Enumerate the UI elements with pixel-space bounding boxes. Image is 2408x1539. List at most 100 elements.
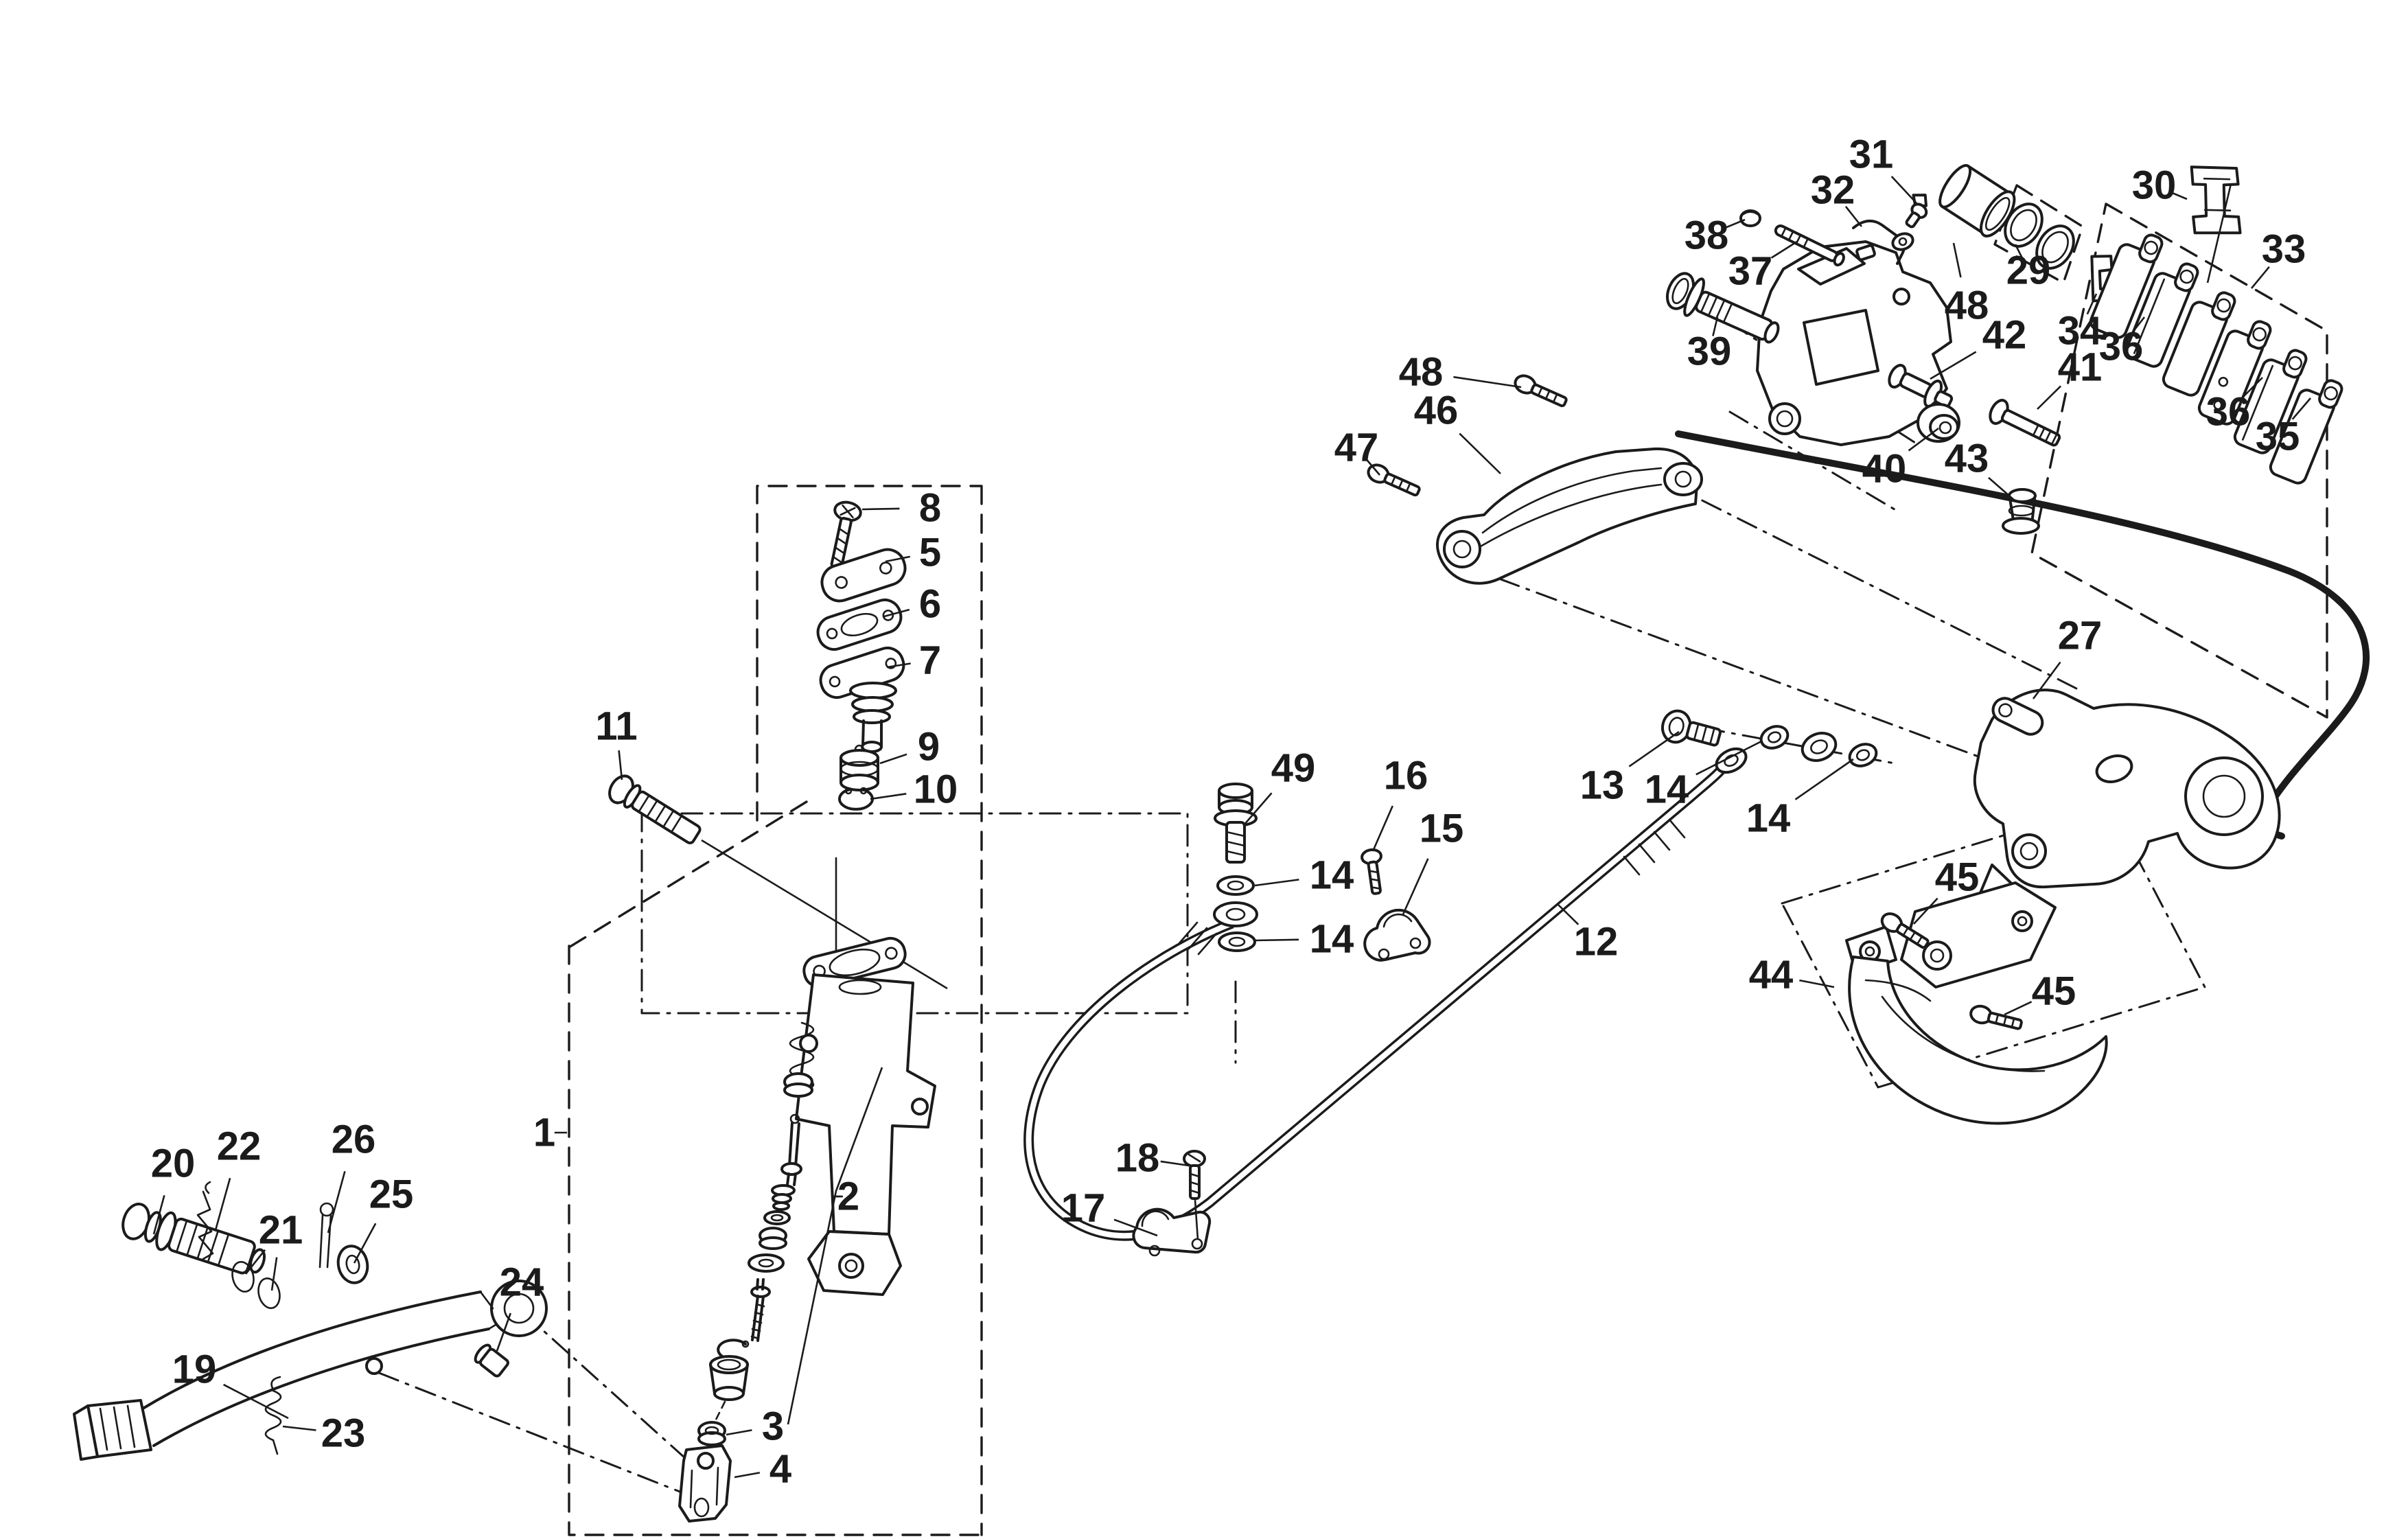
callout-14: 14 xyxy=(1310,917,1354,962)
callout-6: 6 xyxy=(919,582,941,627)
callout-4: 4 xyxy=(769,1447,791,1492)
callout-leader-43 xyxy=(1988,476,2016,502)
caliper-group xyxy=(1665,164,2075,535)
callout-31: 31 xyxy=(1849,132,1894,177)
callout-48: 48 xyxy=(1399,350,1444,395)
reservoir-cap xyxy=(820,548,907,603)
brake-pad-6 xyxy=(2269,379,2343,485)
callout-29: 29 xyxy=(2006,248,2051,293)
callout-14: 14 xyxy=(1746,796,1791,841)
callout-14: 14 xyxy=(1310,853,1354,898)
callout-37: 37 xyxy=(1728,249,1773,294)
callout-leader-23 xyxy=(282,1425,316,1431)
callout-leader-12 xyxy=(1556,903,1579,925)
callout-leader-10 xyxy=(870,793,907,800)
callout-leader-25 xyxy=(353,1223,377,1264)
kit-boot-cup xyxy=(709,1355,749,1401)
callout-45: 45 xyxy=(2032,969,2076,1014)
callout-leader-30 xyxy=(2168,190,2188,200)
callout-leader-6 xyxy=(883,608,910,618)
callout-35: 35 xyxy=(2256,415,2300,459)
lock-nut xyxy=(697,1421,726,1446)
hose-clamp-lower xyxy=(1132,1207,1212,1257)
bracket-screw-47 xyxy=(1367,463,1421,497)
callout-leader-21 xyxy=(270,1257,278,1291)
callout-17: 17 xyxy=(1061,1186,1106,1231)
caliper-mount-bolt xyxy=(1665,272,1780,344)
callout-36: 36 xyxy=(2099,325,2144,369)
union-bolt-master xyxy=(1214,783,1258,864)
caliper-bracket xyxy=(1973,688,2281,889)
piston-assembly xyxy=(840,744,879,791)
callout-25: 25 xyxy=(369,1172,414,1217)
clamp-screw-lower xyxy=(1183,1150,1206,1240)
brake-pad-4 xyxy=(2197,320,2272,426)
callout-41: 41 xyxy=(2058,345,2103,390)
diaphragm-plate xyxy=(816,598,903,651)
clevis-joint xyxy=(678,1444,732,1523)
brake-pad-3 xyxy=(2162,291,2236,397)
callout-leader-46 xyxy=(1459,432,1501,474)
callout-44: 44 xyxy=(1749,953,1794,997)
callout-leader-48 xyxy=(1952,242,1962,278)
callout-leader-13 xyxy=(1628,730,1680,767)
banjo-eye-caliper xyxy=(1715,747,1748,774)
disc-guard-group xyxy=(1845,881,2108,1125)
banjo-eye-master xyxy=(1213,901,1258,927)
master-cylinder-body xyxy=(795,936,936,1296)
callout-leader-15 xyxy=(1402,858,1429,915)
callout-leader-44 xyxy=(1799,979,1835,988)
callout-leader-36 xyxy=(2131,316,2146,334)
hose-guide-bracket-group xyxy=(1367,374,1703,585)
pedal-return-spring xyxy=(264,1376,282,1455)
callout-34: 34 xyxy=(2058,309,2103,354)
diaphragm-bellows xyxy=(819,646,905,753)
guard-screw-upper xyxy=(1880,912,1930,949)
callout-leader-37 xyxy=(1770,240,1798,259)
callout-leader-45 xyxy=(2004,1001,2033,1016)
pedal-washer xyxy=(336,1245,369,1284)
pad-retainer xyxy=(2190,165,2242,235)
callout-21: 21 xyxy=(259,1208,303,1253)
callout-3: 3 xyxy=(762,1404,784,1449)
callout-leader-42 xyxy=(1930,351,1977,380)
callout-38: 38 xyxy=(1685,213,1729,258)
callout-49: 49 xyxy=(1271,746,1316,791)
brake-pad-1 xyxy=(2089,233,2164,339)
kit-washer-2 xyxy=(748,1253,785,1273)
callout-leader-24 xyxy=(496,1312,512,1352)
kit-nut-1 xyxy=(783,1072,813,1098)
brake-pads-group xyxy=(2089,165,2343,485)
callout-leader-41 xyxy=(2037,385,2062,410)
mounting-bolt xyxy=(608,774,948,990)
callout-45: 45 xyxy=(1935,855,1980,900)
circlip xyxy=(838,787,874,811)
boot-43 xyxy=(2002,488,2040,535)
callout-leader-4 xyxy=(734,1472,761,1479)
callout-20: 20 xyxy=(151,1142,196,1186)
callout-leader-3 xyxy=(726,1429,752,1436)
callout-13: 13 xyxy=(1580,763,1625,808)
callout-7: 7 xyxy=(919,638,941,683)
brake-hose-assembly xyxy=(1023,709,1878,1257)
callout-leader-31 xyxy=(1890,176,1917,204)
callout-22: 22 xyxy=(217,1124,262,1169)
callout-leader-16 xyxy=(1371,805,1393,852)
kit-threaded-rod xyxy=(750,1278,771,1342)
callout-leader-18 xyxy=(1160,1160,1190,1167)
callout-26: 26 xyxy=(332,1118,376,1162)
callout-27: 27 xyxy=(2058,614,2103,658)
pedal-spring-clip xyxy=(196,1181,214,1260)
callout-1: 1 xyxy=(533,1111,555,1155)
pad-pin-plug xyxy=(1739,209,1761,227)
cotter-pin xyxy=(319,1202,334,1269)
union-bolt-caliper xyxy=(1660,709,1722,747)
brake-pad-2 xyxy=(2125,262,2199,368)
bleeder-screw xyxy=(1905,194,1928,229)
callout-leader-19 xyxy=(223,1383,289,1420)
callout-leader-34 xyxy=(2086,293,2098,315)
caliper-piston xyxy=(1938,164,2016,238)
callout-42: 42 xyxy=(1982,313,2027,358)
washer-caliper-2 xyxy=(1848,743,1878,767)
